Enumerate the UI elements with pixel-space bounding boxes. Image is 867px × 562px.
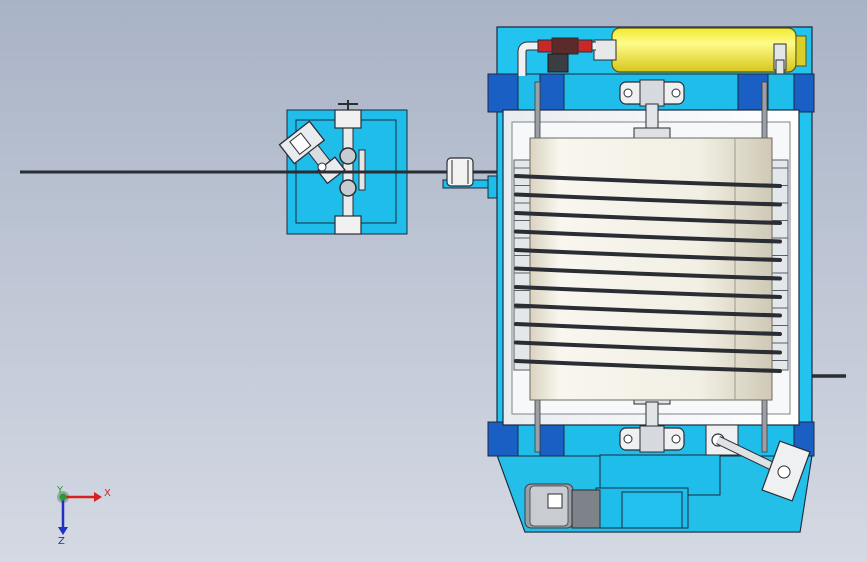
coil-turn (514, 229, 782, 244)
coil-turn (514, 285, 782, 299)
angled-tension-arm (278, 120, 346, 185)
coil-turn (514, 192, 782, 207)
left-comb-rail (513, 159, 531, 371)
guide-pulley-upper (339, 147, 357, 165)
tension-assembly[interactable] (278, 100, 408, 235)
coil-turn (514, 359, 782, 373)
coil-turn (514, 266, 782, 281)
x-axis-label: X (104, 488, 111, 499)
top-pillow-block (619, 79, 685, 141)
winding-machine[interactable] (487, 26, 815, 533)
lower-tension-arm (705, 424, 811, 502)
comb-rail-body (771, 159, 789, 371)
right-comb-rail (771, 159, 789, 371)
guide-roller (442, 157, 499, 199)
hydraulic-tank (593, 27, 807, 75)
axis-triad: X Y Z (56, 485, 111, 547)
gear-motor (524, 454, 721, 529)
z-axis-arrowhead (58, 527, 68, 535)
bottom-bearing-block (334, 215, 362, 235)
guide-pulley-lower (339, 179, 357, 197)
comb-rail-body (513, 159, 531, 371)
coil-turn (514, 174, 782, 188)
coil-turn (514, 303, 782, 318)
pipe-and-valve (517, 37, 596, 76)
y-axis-label: Y (56, 485, 64, 496)
coil-turn (514, 322, 782, 336)
top-bearing-block (334, 109, 362, 129)
x-axis-arrowhead (94, 492, 102, 502)
coil-turn (514, 340, 782, 355)
coil-turn (514, 248, 782, 262)
coil-turns (514, 174, 782, 373)
z-axis-label: Z (58, 536, 65, 547)
y-axis-marker (59, 493, 67, 501)
coil-turn (514, 211, 782, 225)
